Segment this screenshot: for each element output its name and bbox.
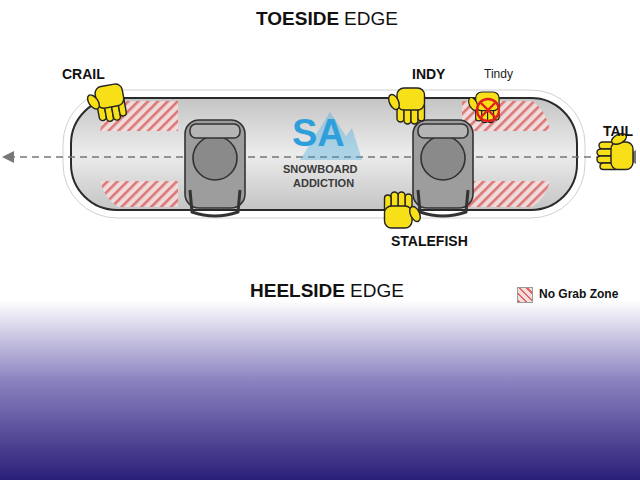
grab-name: STALEFISH xyxy=(391,233,468,249)
logo-text: ADDICTION xyxy=(293,177,354,190)
grab-name: INDY xyxy=(412,66,445,82)
logo-mark: SA xyxy=(292,112,345,156)
legend-swatch xyxy=(517,287,533,303)
edge-heading: HEELSIDE xyxy=(250,280,345,302)
grab-name: TAIL xyxy=(603,123,633,139)
edge-heading: EDGE xyxy=(350,280,404,302)
grab-name: CRAIL xyxy=(62,66,105,82)
logo-text: SNOWBOARD xyxy=(283,163,358,176)
legend-text: No Grab Zone xyxy=(539,288,618,302)
grab-name: Tindy xyxy=(484,68,513,82)
edge-heading: EDGE xyxy=(344,8,398,30)
edge-heading: TOESIDE xyxy=(256,8,339,30)
